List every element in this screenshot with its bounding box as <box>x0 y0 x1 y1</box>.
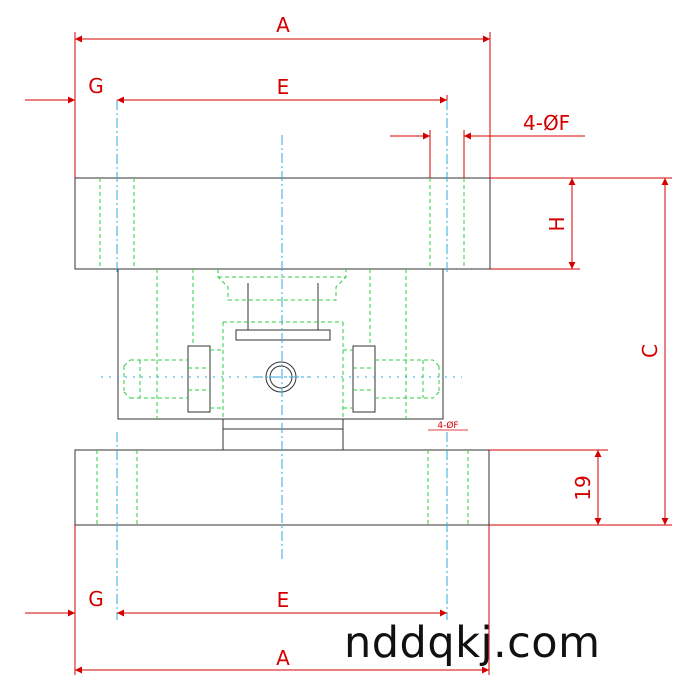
label-e-top: E <box>277 75 290 99</box>
label-f-small: 4-ØF <box>437 420 458 431</box>
base-block <box>222 418 344 451</box>
label-a-top: A <box>276 13 290 37</box>
label-c: C <box>638 344 662 358</box>
label-e-bottom: E <box>277 588 290 612</box>
label-h: H <box>545 216 569 231</box>
label-g-top: G <box>88 74 104 98</box>
label-f-top: 4-ØF <box>523 111 570 135</box>
label-19: 19 <box>571 475 595 500</box>
label-a-bottom: A <box>276 646 290 670</box>
left-bolt-head <box>187 345 211 413</box>
watermark-text: nddqkj.com <box>344 618 601 668</box>
label-g-bottom: G <box>88 587 104 611</box>
center-stud <box>247 283 319 331</box>
center-washer <box>235 329 331 341</box>
right-bolt-head <box>352 345 376 413</box>
hidden-lines <box>96 178 469 525</box>
dimension-lines <box>25 32 672 675</box>
center-lines <box>101 100 462 620</box>
load-cell-body <box>117 268 444 420</box>
